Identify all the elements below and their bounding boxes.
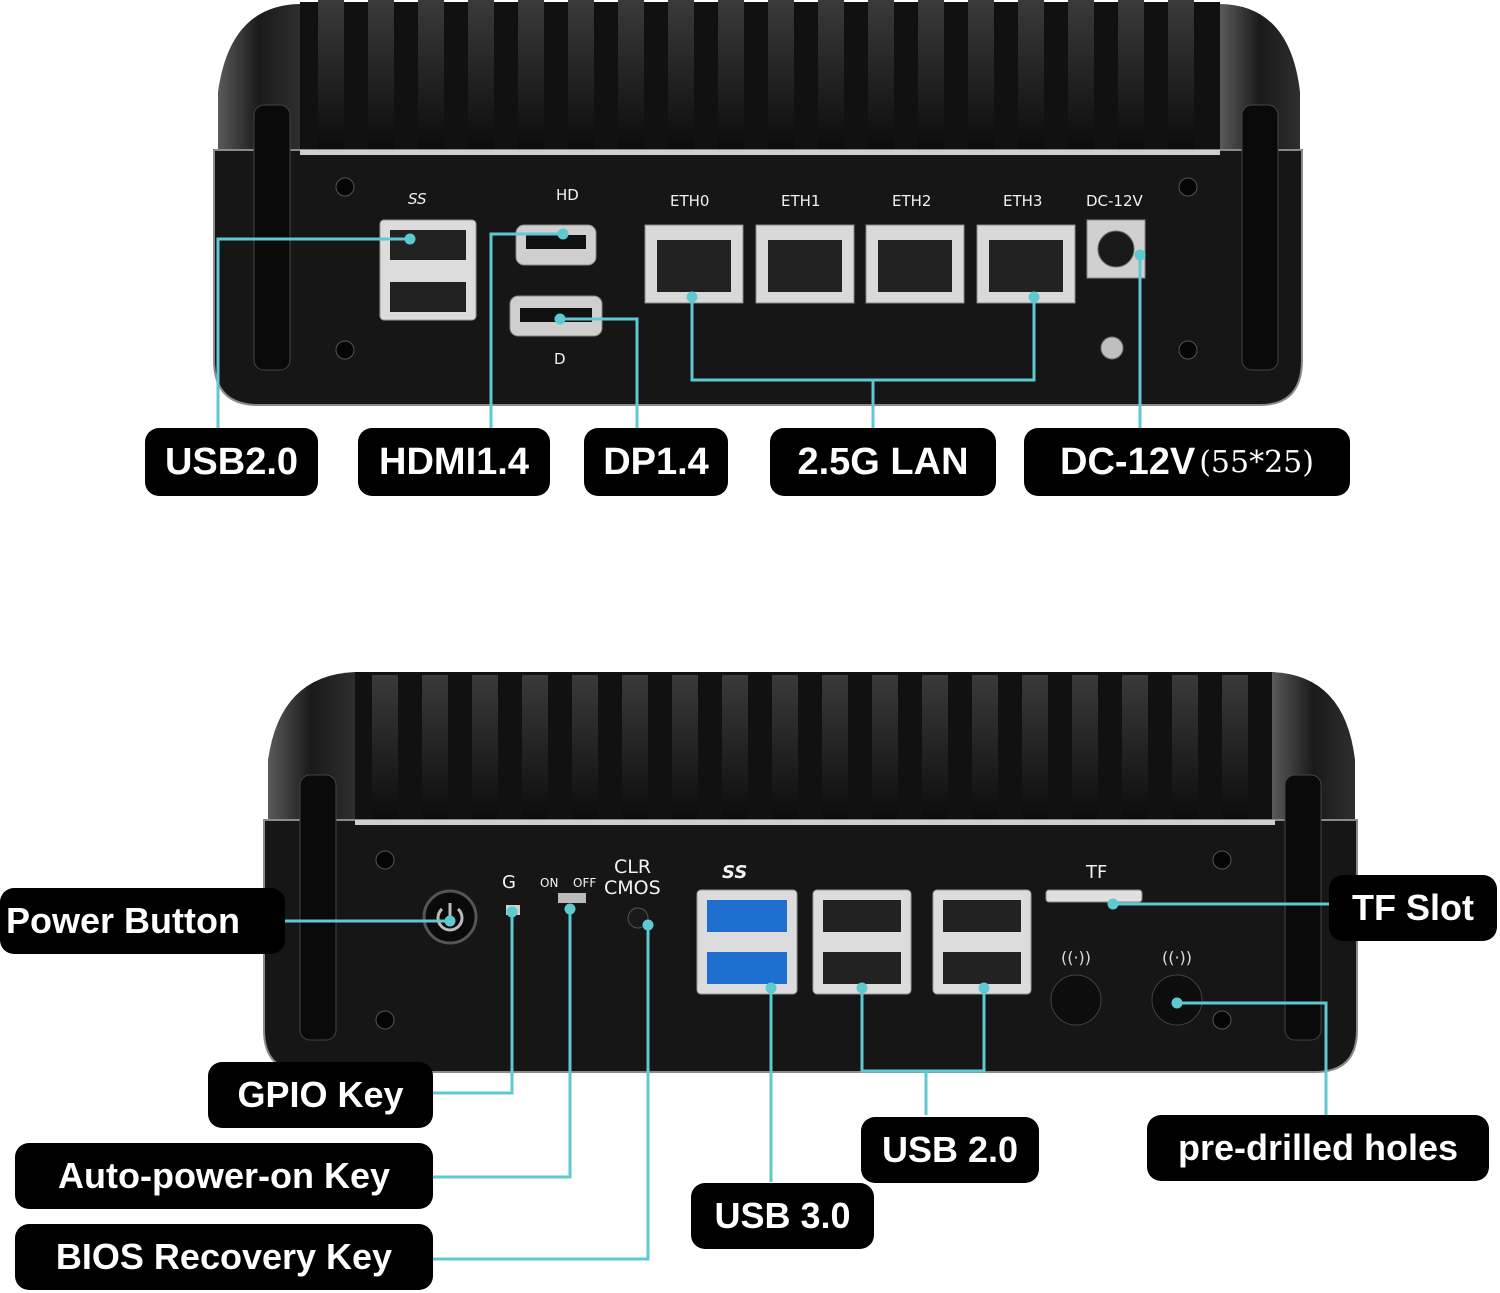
top-dc-jack bbox=[1086, 219, 1146, 279]
usb2-right-port-graphic bbox=[932, 889, 1032, 995]
label-auto-power-on-key: Auto-power-on Key bbox=[15, 1143, 433, 1209]
bottom-heatsink-fins bbox=[372, 675, 1248, 822]
gpio-g-mark: G bbox=[502, 872, 516, 893]
label-pre-drilled-holes: pre-drilled holes bbox=[1147, 1115, 1489, 1181]
label-usb2-0: USB2.0 bbox=[145, 428, 318, 496]
bottom-ss-mark: SS bbox=[722, 862, 748, 883]
top-ss-mark: SS bbox=[408, 190, 427, 208]
auto-power-switch-graphic bbox=[558, 893, 586, 903]
clr-mark: CLR bbox=[614, 856, 652, 878]
bottom-leaders bbox=[284, 898, 1330, 1261]
cmos-mark: CMOS bbox=[604, 877, 661, 899]
top-dc-mark: DC-12V bbox=[1086, 192, 1143, 210]
switch-on-mark: ON bbox=[540, 876, 559, 890]
top-usb-port bbox=[379, 219, 477, 321]
bottom-device: ((·)) ((·)) bbox=[263, 672, 1358, 1073]
label-usb-2-0: USB 2.0 bbox=[861, 1117, 1039, 1183]
label-2-5g-lan: 2.5G LAN bbox=[770, 428, 996, 496]
label-bios-recovery-key: BIOS Recovery Key bbox=[15, 1224, 433, 1290]
svg-text:((·)): ((·)) bbox=[1162, 948, 1192, 967]
top-hdmi-port bbox=[515, 224, 597, 266]
usb2-left-port-graphic bbox=[812, 889, 912, 995]
top-eth3-mark: ETH3 bbox=[1003, 192, 1043, 210]
top-eth0-mark: ETH0 bbox=[670, 192, 710, 210]
top-dp-mark: D bbox=[554, 350, 566, 368]
tf-slot-graphic bbox=[1045, 889, 1143, 903]
top-device bbox=[213, 0, 1303, 406]
label-dc-12v: DC-12V (55*25) bbox=[1024, 428, 1350, 496]
svg-text:((·)): ((·)) bbox=[1061, 948, 1091, 967]
top-hd-mark: HD bbox=[556, 186, 579, 204]
top-eth-ports bbox=[644, 224, 1076, 304]
top-ground-screw bbox=[1100, 336, 1124, 360]
label-hdmi1-4: HDMI1.4 bbox=[358, 428, 550, 496]
label-dc-12v-size: (55*25) bbox=[1199, 444, 1314, 480]
label-usb-3-0: USB 3.0 bbox=[691, 1183, 874, 1249]
label-power-button: Power Button bbox=[0, 888, 285, 954]
label-tf-slot: TF Slot bbox=[1329, 875, 1497, 941]
top-leaders bbox=[216, 228, 1146, 428]
label-dp1-4: DP1.4 bbox=[584, 428, 728, 496]
tf-mark: TF bbox=[1086, 862, 1108, 883]
label-dc-12v-text: DC-12V bbox=[1060, 440, 1196, 483]
top-eth1-mark: ETH1 bbox=[781, 192, 821, 210]
top-eth2-mark: ETH2 bbox=[892, 192, 932, 210]
switch-off-mark: OFF bbox=[573, 876, 597, 890]
label-gpio-key: GPIO Key bbox=[208, 1062, 433, 1128]
top-heatsink-fins bbox=[318, 0, 1194, 150]
usb3-port-graphic bbox=[696, 889, 798, 995]
